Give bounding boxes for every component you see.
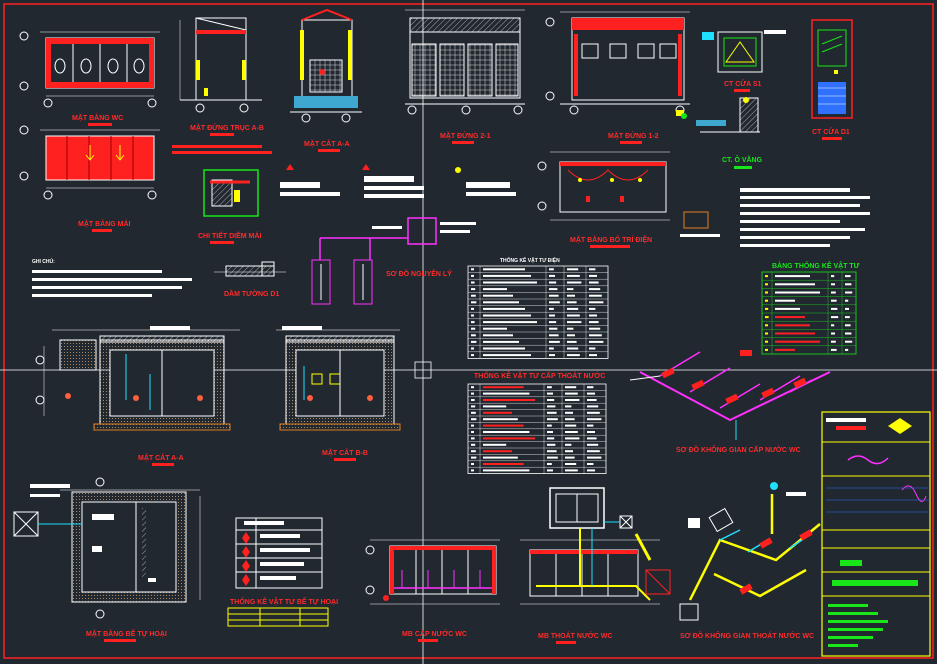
plumbing-materials-table [467,383,607,474]
roof-plan-label: MẶT BẰNG MÁI [78,219,131,228]
window-s1-label: CT CỬA S1 [724,79,762,88]
door-d1-detail [811,19,853,119]
elevation-a-b [179,17,262,113]
electrical-plan-label: MẶT BẰNG BỐ TRÍ ĐIỆN [570,234,652,244]
section-a-a-label: MẶT CẮT A-A [138,453,184,462]
materials-table-title: BẢNG THỐNG KÊ VẬT TƯ [772,260,860,270]
notes-title: GHI CHÚ: [32,258,55,265]
water-supply-iso-label: SƠ ĐỒ KHÔNG GIAN CẤP NƯỚC WC [676,444,801,454]
electrical-materials-table [467,265,609,359]
roof-edge-label: CHI TIẾT DIỀM MÁI [198,230,261,240]
door-d1-label: CT CỬA D1 [812,127,850,136]
section-a-a [35,326,240,431]
crosshair-center [414,361,432,379]
general-notes: GHI CHÚ: [32,258,192,297]
principle-diagram-label: SƠ ĐỒ NGUYÊN LÝ [386,268,452,278]
notes-block-right [740,188,870,247]
window-s1-detail [702,30,786,73]
drainage-iso-label: SƠ ĐỒ KHÔNG GIAN THOÁT NƯỚC WC [680,630,814,640]
septic-plan-label: MẶT BẰNG BỂ TỰ HOẠI [86,629,167,638]
septic-materials-table [235,517,323,589]
section-a-a-small [290,8,362,123]
water-supply-iso [629,350,831,440]
principle-diagram [311,217,476,305]
elevation-a-b-label: MẶT ĐỨNG TRỤC A-B [190,123,264,132]
electrical-materials-title: THỐNG KÊ VẬT TƯ ĐIỆN [500,256,560,264]
gutter-detail [676,97,760,133]
wc-plan-label: MẶT BẰNG WC [72,113,123,122]
plumbing-materials-title: THỐNG KÊ VẬT TƯ CẤP THOÁT NƯỚC [474,370,605,380]
septic-materials-subtable [227,607,329,627]
electrical-plan [537,151,670,221]
section-b-b [276,326,401,431]
drainage-iso [679,482,821,621]
roof-edge-detail [203,169,259,217]
elevation-2-1 [405,9,525,115]
water-supply-plan-label: MB CẤP NƯỚC WC [402,628,467,638]
septic-materials-title: THỐNG KÊ VẬT TƯ BỂ TỰ HOẠI [230,596,338,606]
roof-plan [19,125,160,200]
section-a-a-small-label: MẶT CẮT A-A [304,139,350,148]
wc-plan [19,31,160,108]
septic-plan [13,477,201,619]
drainage-plan-label: MB THOÁT NƯỚC WC [538,631,612,640]
elevation-1-2 [545,11,690,115]
water-supply-plan [365,539,500,605]
sheet-border [3,3,934,659]
title-block [821,411,931,657]
note-blocks-top [280,164,516,198]
elevation-2-1-label: MẶT ĐỨNG 2-1 [440,131,491,140]
gutter-detail-label: CT. Ô VĂNG [722,155,763,164]
drainage-plan [520,487,671,605]
wall-beam-detail [214,261,286,277]
materials-table [761,271,857,355]
elevation-1-2-label: MẶT ĐỨNG 1-2 [608,131,659,140]
wall-beam-label: DẦM TƯỜNG D1 [224,288,279,298]
section-b-b-label: MẶT CẮT B-B [322,448,368,457]
